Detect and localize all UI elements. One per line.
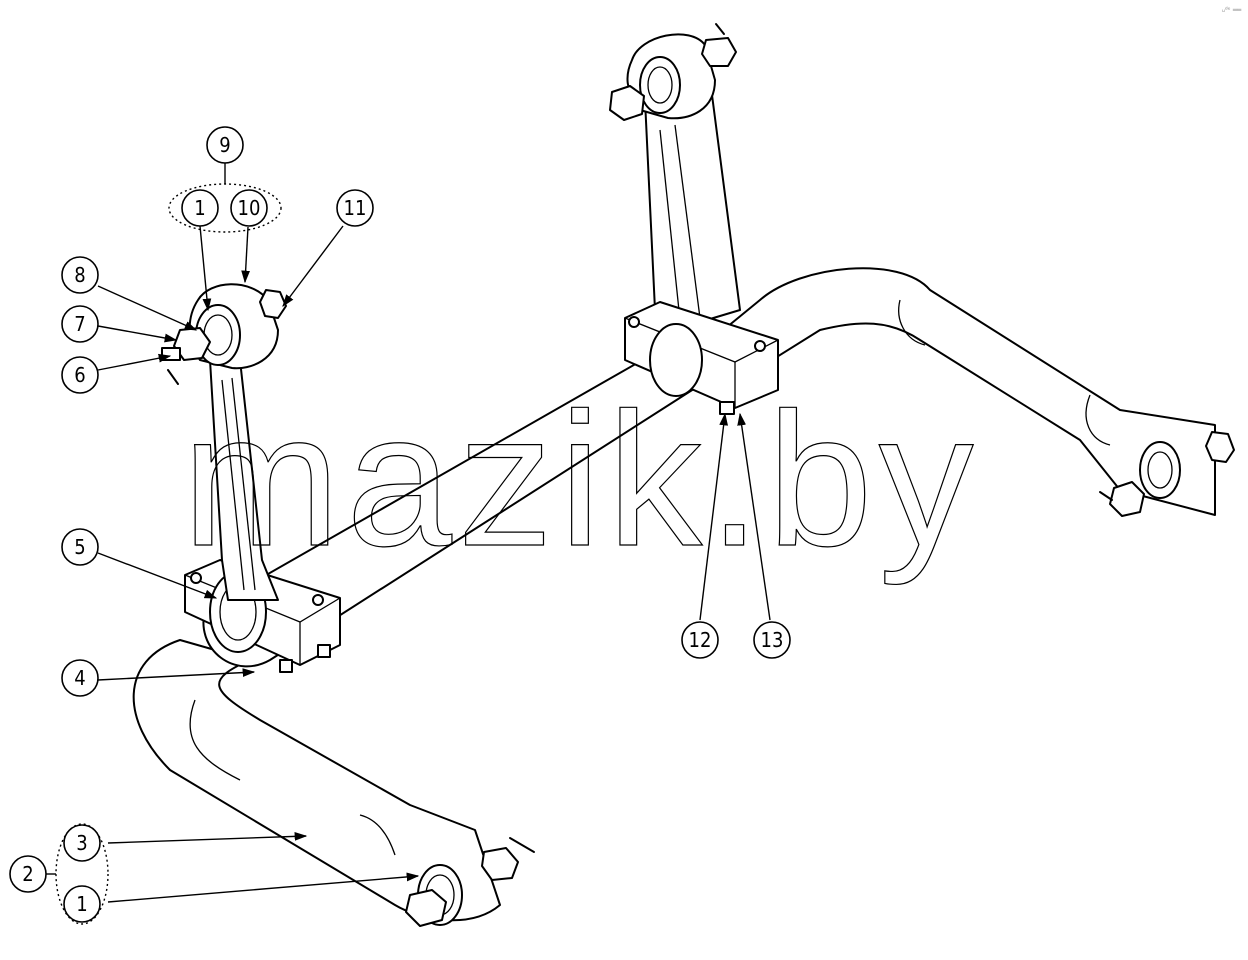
callout-4-label: 4 (74, 666, 85, 690)
callout-13-label: 13 (761, 628, 784, 652)
callout-7-label: 7 (74, 312, 85, 336)
callout-1-bottom-label: 1 (76, 892, 87, 916)
callout-11-label: 11 (344, 196, 367, 220)
callout-1-top-label: 1 (194, 196, 205, 220)
callout-8: 8 (61, 256, 99, 294)
callout-12-label: 12 (689, 628, 712, 652)
callout-5-label: 5 (74, 535, 85, 559)
callout-2-label: 2 (22, 862, 33, 886)
callout-8-label: 8 (74, 263, 85, 287)
callout-10: 10 (230, 189, 268, 227)
callout-leaders (46, 163, 771, 925)
right-bar-clamp (624, 301, 779, 415)
callout-9: 9 (206, 126, 244, 164)
right-link-rod (609, 23, 741, 326)
callout-7: 7 (61, 305, 99, 343)
callout-11: 11 (336, 189, 374, 227)
callout-10-label: 10 (238, 196, 261, 220)
callout-2: 2 (9, 855, 47, 893)
callout-1-top: 1 (181, 189, 219, 227)
callout-5: 5 (61, 528, 99, 566)
callout-3-label: 3 (76, 831, 87, 855)
callout-12: 12 (681, 621, 719, 659)
callout-6-label: 6 (74, 363, 85, 387)
callout-3: 3 (63, 824, 101, 862)
callout-9-label: 9 (219, 133, 230, 157)
callout-13: 13 (753, 621, 791, 659)
watermark-text: mazik.by (182, 374, 980, 586)
group-2-bracket (55, 823, 109, 925)
right-end-eye (1099, 431, 1235, 517)
callout-1-bottom: 1 (63, 885, 101, 923)
callout-6: 6 (61, 356, 99, 394)
left-end-eye (405, 837, 535, 927)
corner-mark: ᵤᵈᵉ ══ (1222, 6, 1242, 14)
callout-4: 4 (61, 659, 99, 697)
